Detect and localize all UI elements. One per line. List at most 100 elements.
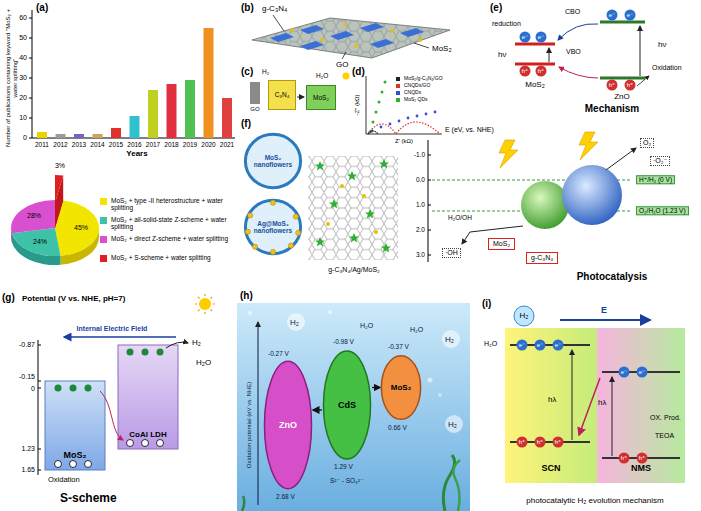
band-box: C₃N₄: [268, 80, 296, 110]
node-shape: [323, 351, 370, 459]
tick-label: 30: [19, 74, 27, 82]
silver-particle: [245, 229, 250, 234]
electron-symbol: e⁻: [625, 10, 636, 21]
text-label: 2019: [183, 141, 197, 148]
text-label: 2011: [35, 141, 49, 148]
text-label: CBO: [565, 8, 580, 16]
label-box: g-C₃N₄: [526, 252, 558, 264]
legend-swatch: [396, 91, 400, 95]
node-text: MoS₂: [391, 383, 411, 392]
electron-symbol: e⁻: [517, 340, 528, 351]
tick-label: 50: [19, 34, 27, 42]
text-label: Z' (kΩ): [395, 138, 413, 145]
heading-label: E: [601, 305, 607, 315]
text-label: GO: [250, 106, 259, 113]
text-label: hν: [658, 40, 666, 49]
band-box: MoS₂: [306, 85, 336, 110]
text-label: S²⁻ - SO₃²⁻: [330, 477, 363, 484]
text-label: 2015: [109, 141, 123, 148]
legend-swatch: [100, 198, 107, 205]
ellipse-node: MoS₂: [381, 355, 421, 420]
ellipse-node: CdS: [323, 350, 371, 460]
node-text: CdS: [338, 400, 356, 410]
node-text: NMS: [631, 463, 651, 473]
electron-symbol: e⁻: [520, 32, 531, 43]
tick-label: 0: [31, 385, 35, 393]
heading-label: (a): [36, 2, 48, 14]
legend-text: MoS₂ + type -II heterostructure + water …: [111, 197, 235, 212]
electron-symbol: e⁻: [535, 340, 546, 351]
text-label: g-C₃N₄: [262, 4, 287, 13]
tick-label: 1.65: [21, 466, 35, 474]
legend-swatch: [100, 236, 107, 243]
silver-particle: [248, 213, 253, 218]
text-label: 2018: [164, 141, 178, 148]
heading-label: (b): [241, 2, 254, 14]
text-label: 45%: [74, 224, 88, 232]
tick-label: -0.15: [19, 373, 35, 381]
node-text: C₃N₄: [275, 91, 290, 98]
silver-particle: [270, 249, 275, 254]
legend-text: CNQDs/GO: [404, 83, 448, 89]
heading-label: (e): [490, 2, 502, 14]
node-text: SCN: [541, 463, 560, 473]
label-box: MoS₂: [488, 238, 515, 250]
legend-text: MoS₂ + S-scheme + water splitting: [111, 254, 235, 261]
text-label: g-C₃N₄/Ag/MoS₂: [328, 266, 380, 274]
text-label: 2012: [53, 141, 67, 148]
text-label: reduction: [492, 20, 521, 28]
node-text: MoS₂: [64, 450, 87, 460]
node-shape: [381, 356, 420, 420]
node-text: ZnO: [279, 420, 297, 430]
text-label: H₂O: [196, 358, 211, 367]
text-label: 2020: [201, 141, 215, 148]
circle-node: MoS₂ nanoflowers: [243, 132, 303, 190]
electron-symbol: e⁻: [637, 367, 648, 378]
tick-label: 2.0: [416, 226, 425, 233]
hole-symbol: h⁺: [535, 437, 546, 448]
axis-title: -Z'' (kΩ): [354, 77, 361, 133]
hole-symbol: h⁺: [520, 66, 531, 77]
text-label: H⁺/H₂ (0 V): [636, 175, 675, 184]
text-label: ·OH: [442, 248, 461, 258]
text-label: H₂O: [316, 72, 328, 79]
text-label: ZnO: [614, 92, 630, 101]
hole-symbol: h⁺: [553, 437, 564, 448]
tick-label: 1.0: [416, 201, 425, 208]
ellipse-node: ZnO: [264, 360, 312, 490]
text-label: H₂: [192, 338, 201, 347]
axis-title: Number of publications containing keywor…: [5, 8, 19, 148]
text-label: MoS₂: [525, 80, 545, 89]
text-label: TEOA: [655, 432, 674, 440]
text-label: H₂: [290, 318, 299, 327]
hole-symbol: h⁺: [517, 437, 528, 448]
text-label: 0.66 V: [388, 424, 407, 431]
electron-symbol: e⁻: [619, 367, 630, 378]
band-box: CoAl LDH: [118, 345, 178, 449]
silver-particle: [270, 200, 275, 205]
node-text: g-C₃N₄: [531, 254, 553, 262]
heading-label: Years: [126, 149, 147, 158]
heading-label: Internal Electric Field: [77, 325, 148, 333]
tick-label: 60: [19, 14, 27, 22]
legend-text: MoS₂ + direct Z-scheme + water splitting: [111, 235, 235, 242]
heading-label: (d): [352, 66, 365, 78]
legend-text: MoS₂/g-C₃N₄/GO: [404, 76, 448, 82]
legend-text: MoS₂ + all-solid-state Z-scheme + water …: [111, 216, 235, 231]
heading-label: (i): [482, 298, 491, 310]
node-text: CoAl LDH: [129, 430, 166, 439]
text-label: 2016: [127, 141, 141, 148]
silver-particle: [293, 214, 298, 219]
legend-text: MoS₂ QDs: [404, 97, 448, 103]
heading-label: Potential (V vs. NHE, pH=7): [22, 294, 125, 303]
text-label: -0.98 V: [333, 338, 354, 345]
legend-swatch: [396, 84, 400, 88]
hole-symbol: h⁺: [625, 80, 636, 91]
text-label: E (eV, vs. NHE): [445, 126, 494, 134]
text-label: O₂/H₂O (1.23 V): [636, 206, 689, 215]
legend-swatch: [396, 77, 400, 81]
text-label: H₂O/OH: [448, 214, 472, 221]
hole-symbol: h⁺: [619, 453, 630, 464]
text-label: H₂: [520, 311, 529, 320]
